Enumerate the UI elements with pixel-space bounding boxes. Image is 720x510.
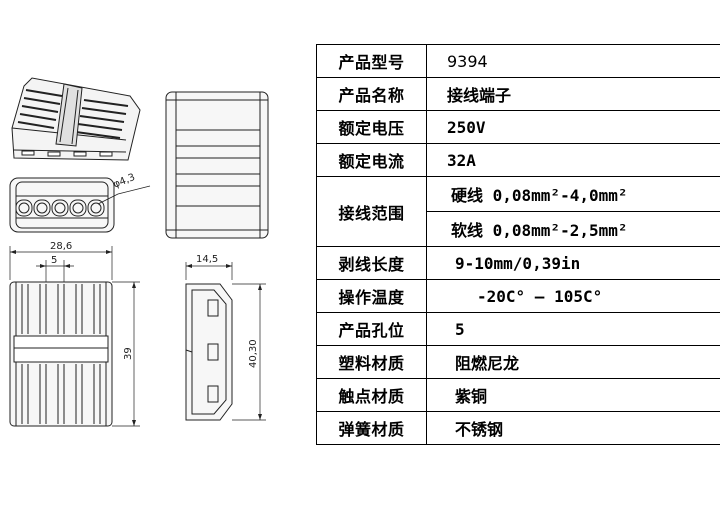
- wire-hole: [15, 199, 33, 217]
- row-value-wire-range-solid: 硬线 0,08mm²-4,0mm²: [426, 176, 720, 212]
- table-row: 额定电流 32A: [316, 143, 720, 177]
- spec-table: 产品型号 9394 产品名称 接线端子 额定电压 250V 额定电流 32A 接…: [316, 44, 720, 445]
- dimension-height-front: 39: [123, 347, 134, 360]
- wire-hole: [51, 199, 69, 217]
- front-view: [9, 246, 140, 427]
- isometric-view: [11, 77, 141, 161]
- row-value-current: 32A: [426, 143, 720, 177]
- row-value-model: 9394: [426, 44, 720, 78]
- row-value-voltage: 250V: [426, 110, 720, 144]
- row-value-strip-length: 9-10mm/0,39in: [426, 246, 720, 280]
- table-row: 额定电压 250V: [316, 110, 720, 144]
- table-row: 产品名称 接线端子: [316, 77, 720, 111]
- side-view: [185, 262, 266, 421]
- table-row: 剥线长度 9-10mm/0,39in: [316, 246, 720, 280]
- row-value-temperature: -20C° — 105C°: [426, 279, 720, 313]
- row-label-spring: 弹簧材质: [316, 411, 427, 445]
- row-value-poles: 5: [426, 312, 720, 346]
- row-value-contact: 紫铜: [426, 378, 720, 412]
- row-label-wire-range: 接线范围: [316, 176, 427, 247]
- table-row: 产品孔位 5: [316, 312, 720, 346]
- row-label-contact: 触点材质: [316, 378, 427, 412]
- row-label-strip-length: 剥线长度: [316, 246, 427, 280]
- table-row: 操作温度 -20C° — 105C°: [316, 279, 720, 313]
- table-row: 软线 0,08mm²-2,5mm²: [317, 211, 720, 247]
- dimension-pitch: 5: [51, 255, 57, 266]
- dimension-height-side: 40,30: [248, 339, 259, 368]
- table-row: 弹簧材质 不锈钢: [316, 411, 720, 445]
- table-row: 接线范围 硬线 0,08mm²-4,0mm²: [316, 176, 720, 247]
- table-row: 产品型号 9394: [316, 44, 720, 78]
- wire-hole: [87, 199, 105, 217]
- wire-hole: [33, 199, 51, 217]
- row-label-plastic: 塑料材质: [316, 345, 427, 379]
- dimension-width-total: 28,6: [50, 241, 72, 252]
- technical-drawing: φ4,3 28,6 5 39 14,5 40,30: [9, 77, 269, 427]
- table-row: 触点材质 紫铜: [316, 378, 720, 412]
- table-row: 塑料材质 阻燃尼龙: [316, 345, 720, 379]
- row-value-plastic: 阻燃尼龙: [426, 345, 720, 379]
- row-label-model: 产品型号: [316, 44, 427, 78]
- dimension-depth-side: 14,5: [196, 254, 218, 265]
- row-label-poles: 产品孔位: [316, 312, 427, 346]
- wire-hole: [69, 199, 87, 217]
- end-view: [9, 177, 151, 233]
- row-label-temperature: 操作温度: [316, 279, 427, 313]
- row-value-name: 接线端子: [426, 77, 720, 111]
- row-value-wire-range-stranded: 软线 0,08mm²-2,5mm²: [426, 211, 720, 247]
- plan-view: [165, 91, 269, 239]
- row-label-voltage: 额定电压: [316, 110, 427, 144]
- row-label-name: 产品名称: [316, 77, 427, 111]
- dimension-hole-diameter: φ4,3: [112, 172, 137, 191]
- row-label-current: 额定电流: [316, 143, 427, 177]
- row-value-spring: 不锈钢: [426, 411, 720, 445]
